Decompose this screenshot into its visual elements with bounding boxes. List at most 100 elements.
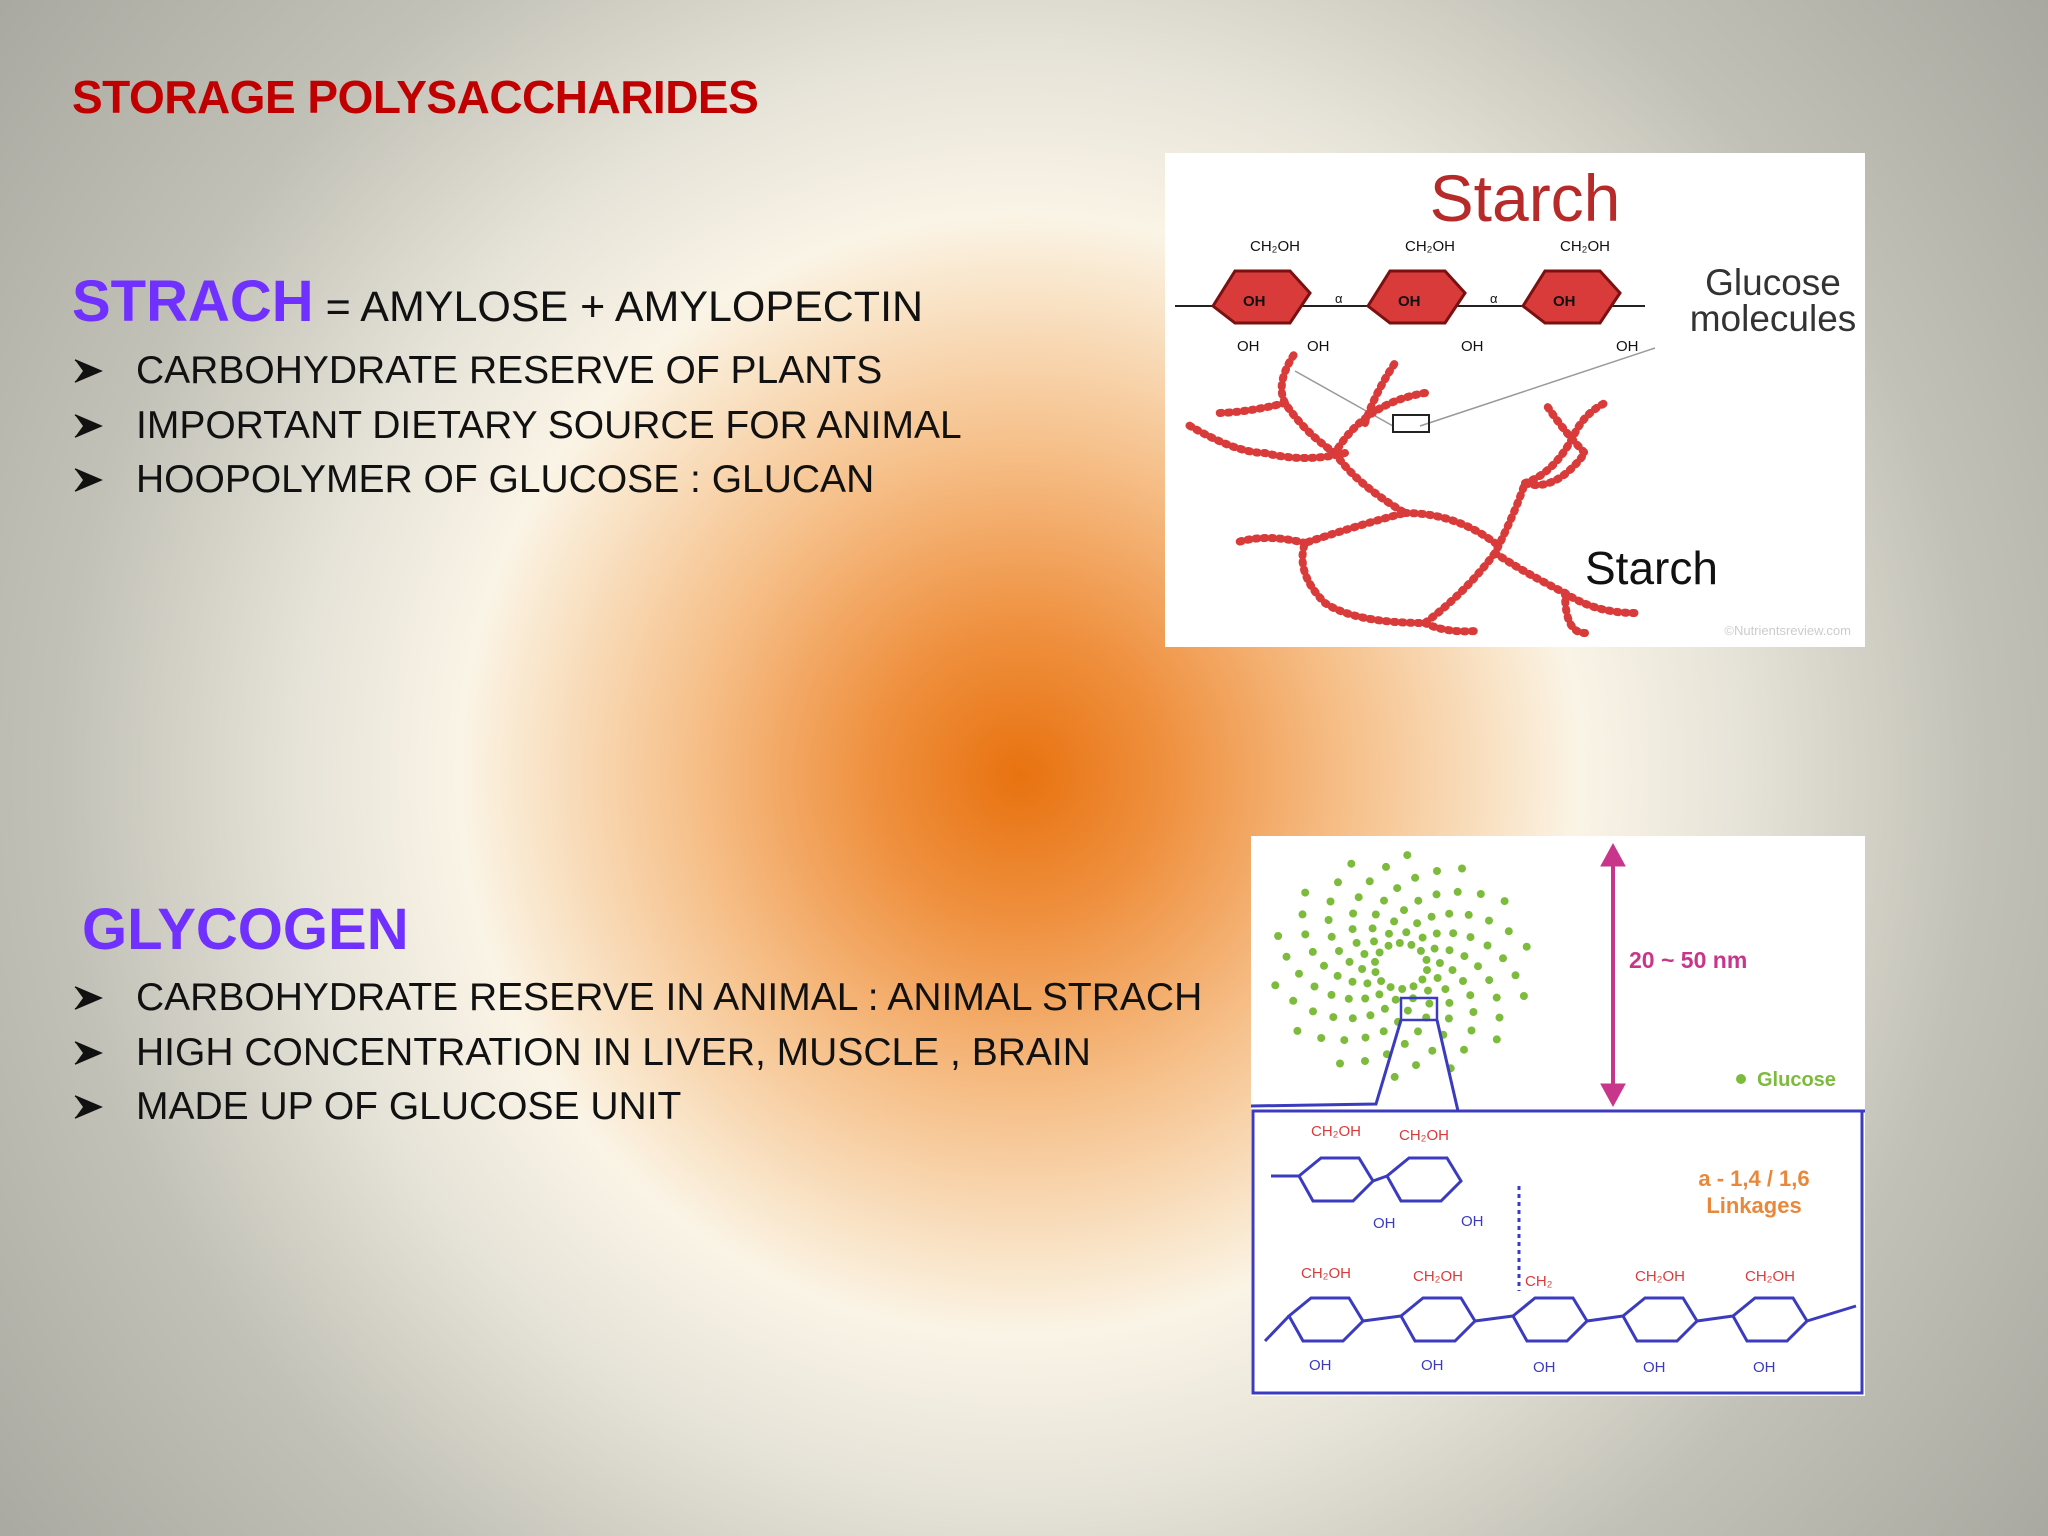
glucose-dot: [1324, 916, 1333, 924]
glycogen-ring-row-top: [1271, 1156, 1521, 1291]
svg-text:α: α: [1490, 291, 1498, 306]
glucose-dot: [1411, 873, 1420, 882]
svg-text:OH: OH: [1643, 1359, 1666, 1376]
glucose-dot: [1428, 1046, 1437, 1055]
arrow-bullet-icon: [74, 1095, 103, 1119]
glucose-dot: [1329, 1013, 1338, 1022]
glucose-dot: [1344, 994, 1353, 1003]
glucose-dot: [1445, 946, 1454, 955]
glucose-dot: [1400, 1039, 1409, 1048]
svg-text:CH₂: CH₂: [1525, 1273, 1553, 1290]
linkage-label-line1: a - 1,4 / 1,6: [1698, 1166, 1809, 1191]
glucose-ring: CH₂OH OH OH: [1366, 238, 1484, 355]
list-item: IMPORTANT DIETARY SOURCE FOR ANIMAL: [72, 399, 962, 454]
glucose-dot: [1499, 954, 1507, 963]
glucose-dot: [1360, 950, 1369, 958]
glucose-dot: [1385, 929, 1393, 938]
glucose-dot: [1366, 1011, 1375, 1020]
glucose-dot: [1483, 941, 1492, 950]
glucose-label-line2: molecules: [1690, 298, 1857, 339]
glucose-dot: [1375, 990, 1384, 999]
glucose-dot: [1522, 942, 1531, 951]
glucose-dot: [1320, 961, 1328, 970]
amylopectin-branches: [1181, 349, 1639, 637]
glycogen-structure-image: 20 ~ 50 nm Glucose a - 1,4 / 1,6 Linkage…: [1250, 836, 1865, 1396]
glucose-dot: [1412, 1061, 1420, 1070]
svg-text:OH: OH: [1753, 1359, 1776, 1376]
glucose-dot: [1375, 948, 1384, 957]
glucose-dot: [1400, 906, 1408, 915]
glucose-label-line1: Glucose: [1705, 262, 1841, 303]
svg-text:CH₂OH: CH₂OH: [1405, 238, 1455, 255]
glucose-dot: [1445, 998, 1454, 1007]
glucose-dot: [1466, 991, 1475, 1000]
arrow-bullet-icon: [74, 1040, 103, 1065]
glucose-dot: [1361, 994, 1370, 1003]
glycogen-ring-row-bottom: [1263, 1296, 1857, 1343]
glucose-dot: [1293, 1026, 1302, 1035]
glucose-dot: [1424, 986, 1432, 995]
svg-text:OH: OH: [1307, 338, 1330, 355]
glucose-dot: [1363, 979, 1372, 988]
bullet-text: MADE UP OF GLUCOSE UNIT: [136, 1085, 682, 1128]
glucose-dot: [1368, 924, 1377, 933]
glucose-dot: [1345, 957, 1354, 966]
glucose-dot: [1445, 909, 1454, 918]
bullet-text: CARBOHYDRATE RESERVE OF PLANTS: [136, 349, 883, 392]
glucose-dot: [1335, 947, 1343, 955]
glucose-dot: [1333, 971, 1342, 980]
glucose-dot: [1365, 877, 1374, 886]
glucose-legend: Glucose: [1757, 1069, 1836, 1091]
glucose-dot: [1289, 996, 1298, 1005]
image-watermark: ©Nutrientsreview.com: [1724, 623, 1851, 638]
glycogen-heading: GLYCOGEN: [82, 897, 409, 962]
glucose-dot: [1310, 982, 1319, 991]
glucose-dot: [1395, 939, 1404, 947]
glucose-dot: [1390, 917, 1399, 926]
glucose-dot: [1391, 995, 1400, 1004]
glucose-dot: [1301, 888, 1310, 897]
glucose-dot: [1347, 859, 1356, 868]
glucose-dot: [1403, 851, 1412, 860]
list-item: HIGH CONCENTRATION IN LIVER, MUSCLE , BR…: [72, 1026, 1202, 1081]
svg-text:CH₂OH: CH₂OH: [1560, 238, 1610, 255]
glucose-dot: [1485, 916, 1493, 925]
starch-bottom-label: Starch: [1585, 542, 1718, 594]
glycogen-granule: [1271, 851, 1531, 1081]
svg-text:α: α: [1335, 291, 1343, 306]
glucose-dot: [1485, 976, 1494, 985]
glucose-dot: [1500, 897, 1509, 906]
glucose-dot: [1370, 937, 1378, 946]
glucose-dot: [1519, 992, 1528, 1000]
starch-formula: = AMYLOSE + AMYLOPECTIN: [313, 283, 924, 331]
glucose-dot: [1348, 977, 1357, 986]
linkage-label-line2: Linkages: [1706, 1193, 1801, 1218]
svg-text:OH: OH: [1461, 1213, 1484, 1230]
glucose-dot: [1474, 962, 1482, 971]
starch-image-title: Starch: [1430, 161, 1621, 235]
svg-text:OH: OH: [1421, 1357, 1444, 1374]
glucose-dot: [1301, 930, 1310, 939]
glycogen-diagram: 20 ~ 50 nm Glucose a - 1,4 / 1,6 Linkage…: [1250, 842, 1865, 1395]
glucose-dot: [1432, 929, 1441, 938]
glucose-dot: [1298, 910, 1307, 919]
glucose-dot: [1449, 929, 1458, 938]
svg-text:OH: OH: [1309, 1357, 1332, 1374]
svg-text:OH: OH: [1461, 338, 1484, 355]
bullet-text: HOOPOLYMER OF GLUCOSE : GLUCAN: [136, 458, 875, 501]
glucose-dot: [1295, 969, 1303, 978]
glucose-dot: [1459, 977, 1467, 985]
glucose-dot: [1348, 1014, 1357, 1023]
glucose-dot: [1413, 919, 1422, 928]
glucose-dot: [1327, 932, 1336, 941]
bullet-text: HIGH CONCENTRATION IN LIVER, MUSCLE , BR…: [136, 1030, 1091, 1074]
arrow-bullet-icon: [74, 359, 103, 383]
arrow-bullet-icon: [74, 986, 103, 1010]
glucose-dot: [1371, 910, 1380, 919]
glucose-dot: [1432, 890, 1441, 899]
glucose-dot: [1377, 977, 1386, 986]
starch-heading: STRACH: [72, 269, 314, 334]
svg-text:CH₂OH: CH₂OH: [1745, 1268, 1795, 1285]
svg-text:OH: OH: [1616, 338, 1639, 355]
glucose-dot: [1407, 940, 1416, 949]
